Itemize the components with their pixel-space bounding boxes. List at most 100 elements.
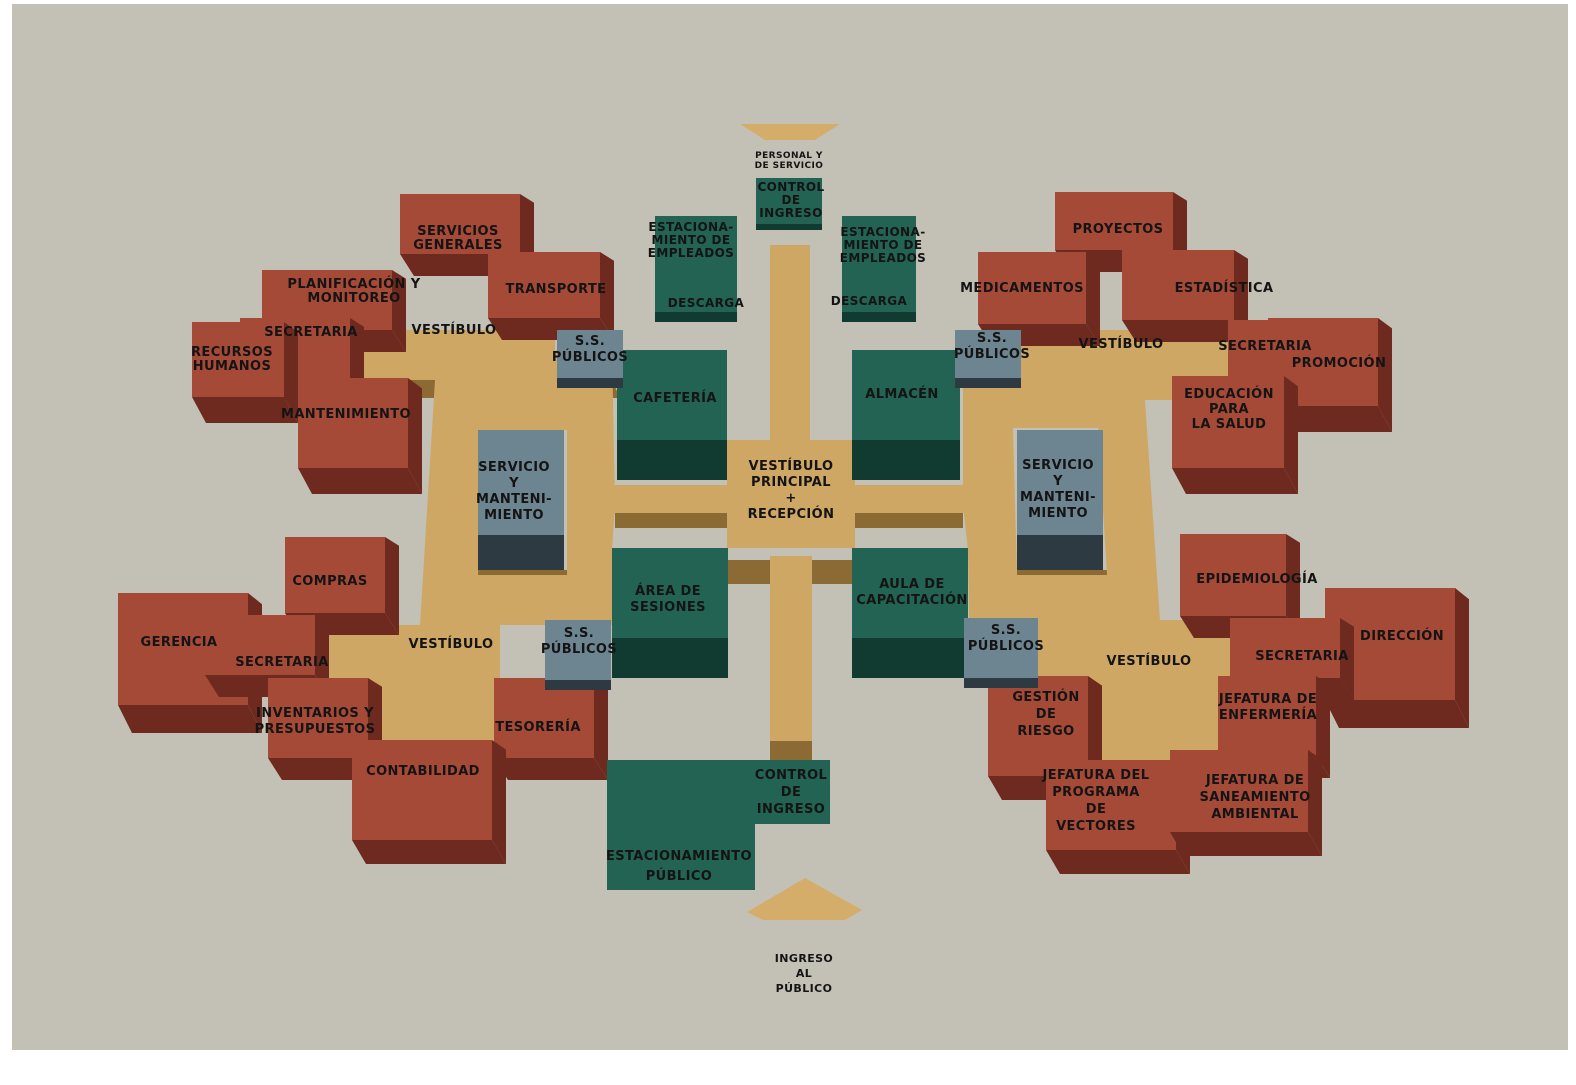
label-line: PÚBLICOS: [541, 641, 617, 657]
west-wing-corridor: [320, 330, 615, 760]
label-line: PÚBLICOS: [552, 349, 628, 365]
label-line: JEFATURA DEL: [1042, 768, 1150, 783]
label-line: MONITOREO: [307, 291, 400, 306]
block-servicio-mant-e: [1017, 430, 1103, 570]
label-line: ESTACIONAMIENTO: [606, 849, 752, 864]
label-line: SERVICIO: [478, 460, 550, 475]
staff-entrance-arrow: [740, 124, 840, 140]
block-top: [488, 252, 600, 318]
label-line: ALMACÉN: [865, 386, 938, 402]
label-vestibulo-nw: VESTÍBULO: [412, 322, 497, 338]
north-corridor: [770, 245, 810, 445]
block-servicios-generales: [400, 194, 534, 276]
label-line: RIESGO: [1017, 724, 1074, 739]
label-line: DE: [782, 193, 801, 207]
label-epidemiologia: EPIDEMIOLOGÍA: [1196, 571, 1317, 587]
label-line: AMBIENTAL: [1211, 807, 1298, 822]
block-contabilidad: [352, 740, 506, 864]
block-top: [1218, 676, 1316, 756]
label-line: S.S.: [575, 334, 605, 349]
label-line: DE: [781, 785, 801, 800]
label-line: INGRESO: [775, 952, 833, 965]
block-top: [740, 760, 830, 824]
block-top: [192, 322, 284, 397]
label-line: S.S.: [977, 331, 1007, 346]
label-line: DESCARGA: [831, 294, 908, 308]
block-top: [655, 216, 737, 312]
block-top: [852, 350, 960, 440]
block-extrusion-front: [852, 440, 960, 480]
label-line: SESIONES: [630, 600, 706, 615]
label-line: VESTÍBULO: [1107, 653, 1192, 669]
label-line: PERSONAL Y: [755, 151, 823, 161]
block-extrusion-front: [298, 468, 422, 494]
label-line: PÚBLICO: [776, 982, 833, 995]
label-line: DE SERVICIO: [755, 161, 824, 171]
block-area-sesiones: [612, 548, 728, 678]
block-extrusion-front: [617, 440, 727, 480]
label-line: SECRETARIA: [1255, 649, 1349, 664]
block-ss-publicos-sw: [545, 620, 611, 690]
block-extrusion-side: [385, 537, 399, 635]
label-line: MIENTO: [1028, 506, 1088, 521]
block-extrusion-side: [315, 615, 329, 697]
block-top: [607, 760, 755, 890]
label-line: CAFETERÍA: [633, 390, 717, 406]
block-top: [352, 740, 492, 840]
label-estadistica: ESTADÍSTICA: [1175, 280, 1274, 296]
block-top: [756, 178, 822, 224]
label-line: EPIDEMIOLOGÍA: [1196, 571, 1317, 587]
label-contabilidad: CONTABILIDAD: [366, 764, 480, 779]
block-top: [955, 330, 1021, 378]
label-line: VESTÍBULO: [1079, 336, 1164, 352]
block-top: [988, 676, 1088, 776]
block-extrusion-side: [1234, 250, 1248, 342]
block-extrusion-side: [1378, 318, 1392, 432]
corridor-shadow: [770, 738, 812, 760]
label-line: MANTENIMIENTO: [281, 407, 411, 422]
label-line: EMPLEADOS: [840, 251, 926, 265]
label-ss-publicos-sw: S.S.PÚBLICOS: [541, 626, 617, 657]
label-line: DIRECCIÓN: [1360, 628, 1444, 644]
label-line: VESTÍBULO: [412, 322, 497, 338]
label-line: ÁREA DE: [635, 583, 701, 599]
block-mantenimiento: [298, 378, 422, 494]
label-line: PROMOCIÓN: [1292, 355, 1387, 371]
block-extrusion-side: [1316, 676, 1330, 778]
block-top: [545, 620, 611, 680]
block-ss-publicos-nw: [557, 330, 623, 388]
block-control-ingreso-bottom: [740, 760, 830, 824]
block-extrusion-front: [118, 705, 262, 733]
label-line: ESTACIONA-: [840, 225, 925, 239]
block-jefatura-saneamiento: [1170, 750, 1322, 856]
block-extrusion-front: [1172, 468, 1298, 494]
block-ss-publicos-ne: [955, 330, 1021, 388]
label-line: INGRESO: [759, 206, 822, 220]
block-top: [612, 548, 728, 638]
block-extrusion-side: [1308, 750, 1322, 856]
label-line: PARA: [1209, 402, 1249, 417]
block-extrusion-front: [192, 397, 298, 423]
label-line: S.S.: [991, 623, 1021, 638]
block-extrusion-front: [842, 312, 916, 322]
blocks: [118, 178, 1469, 890]
label-line: Y: [508, 476, 519, 491]
block-top: [557, 330, 623, 378]
block-extrusion-front: [1122, 320, 1248, 342]
block-top: [1180, 534, 1286, 616]
block-top: [285, 537, 385, 613]
block-servicio-mant-w: [478, 430, 564, 570]
block-transporte: [488, 252, 614, 340]
label-tesoreria: TESORERÍA: [495, 719, 581, 735]
